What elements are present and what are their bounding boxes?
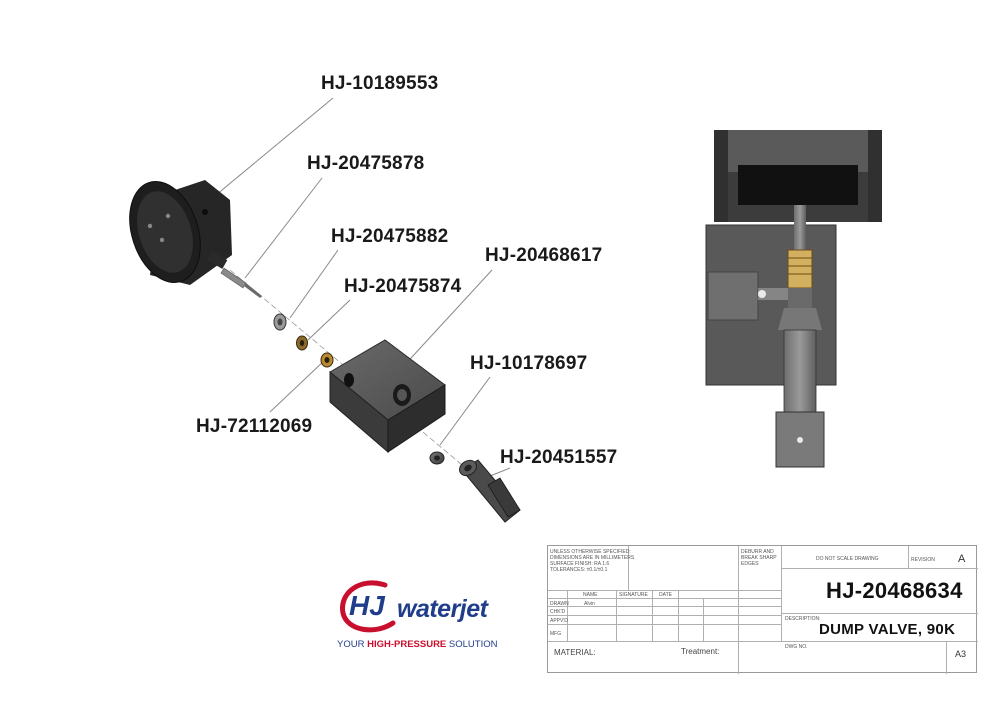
washer-part [273, 313, 287, 331]
callout-washer: HJ-20475882 [331, 226, 449, 247]
leader-line [209, 97, 334, 201]
title-block: UNLESS OTHERWISE SPECIFIED: DIMENSIONS A… [547, 545, 978, 674]
tb-row-mfg: MFG [550, 631, 562, 637]
leader-line [439, 376, 491, 446]
pin-part [220, 267, 262, 298]
callout-gauge: HJ-10189553 [321, 73, 439, 94]
tb-deburr-1: DEBURR AND [741, 549, 774, 555]
tb-revision-label: REVISION [911, 557, 935, 563]
tb-col-signature: SIGNATURE [619, 592, 648, 598]
leader-line [244, 177, 323, 279]
tb-note-2: DIMENSIONS ARE IN MILLIMETERS [550, 555, 635, 561]
leader-line [399, 269, 493, 371]
tb-material-label: MATERIAL: [554, 648, 596, 657]
logo-wordmark: waterjet [397, 595, 488, 623]
tb-dwg-no-label: DWG NO. [785, 644, 808, 650]
section-view [705, 130, 882, 468]
leader-lines [209, 97, 511, 481]
fitting-part [320, 352, 334, 368]
tb-revision: A [958, 553, 966, 565]
callout-nut: HJ-10178697 [470, 353, 588, 374]
leader-line [289, 249, 339, 319]
tb-description-label: DESCRIPTION: [785, 616, 821, 622]
callout-fitting: HJ-72112069 [196, 416, 313, 437]
callout-valve-block: HJ-20468617 [485, 245, 603, 266]
outlet-part [459, 459, 521, 523]
tb-col-date: DATE [659, 592, 672, 598]
callout-outlet: HJ-20451557 [500, 447, 618, 468]
tb-col-name: NAME [583, 592, 598, 598]
tb-drawn-name: Alvin [584, 601, 595, 607]
tb-row-chkd: CHK'D [550, 609, 566, 615]
tb-treatment-label: Treatment: [681, 647, 720, 656]
logo-monogram-icon: HJ [340, 580, 396, 633]
nut-part [429, 451, 445, 465]
tb-deburr-3: EDGES [741, 561, 759, 567]
tb-note-1: UNLESS OTHERWISE SPECIFIED: [550, 549, 631, 555]
leader-line [307, 299, 351, 341]
tb-note-3: SURFACE FINISH: RA 1.6 [550, 561, 610, 567]
leader-line [269, 359, 326, 413]
tb-row-drawn: DRAWN [550, 601, 569, 607]
gauge-part [129, 180, 232, 285]
tb-row-appvd: APPV'D [550, 618, 568, 624]
tb-part-number: HJ-20468634 [826, 578, 963, 603]
valve-block-part [329, 339, 446, 454]
seal-part [296, 335, 308, 351]
tb-description: DUMP VALVE, 90K [819, 621, 956, 638]
tb-do-not-scale: DO NOT SCALE DRAWING [816, 556, 879, 562]
company-logo: HJ waterjet YOUR HIGH-PRESSURE SOLUTION [335, 575, 510, 655]
tb-note-4: TOLERANCES: ±0.1/±0.1 [550, 567, 608, 573]
logo-monogram: HJ [349, 590, 386, 621]
tb-sheet-size: A3 [955, 649, 967, 659]
callout-seal: HJ-20475874 [344, 276, 462, 297]
logo-tagline: YOUR HIGH-PRESSURE SOLUTION [337, 639, 498, 650]
tb-deburr-2: BREAK SHARP [741, 555, 777, 561]
callout-pin: HJ-20475878 [307, 153, 425, 174]
